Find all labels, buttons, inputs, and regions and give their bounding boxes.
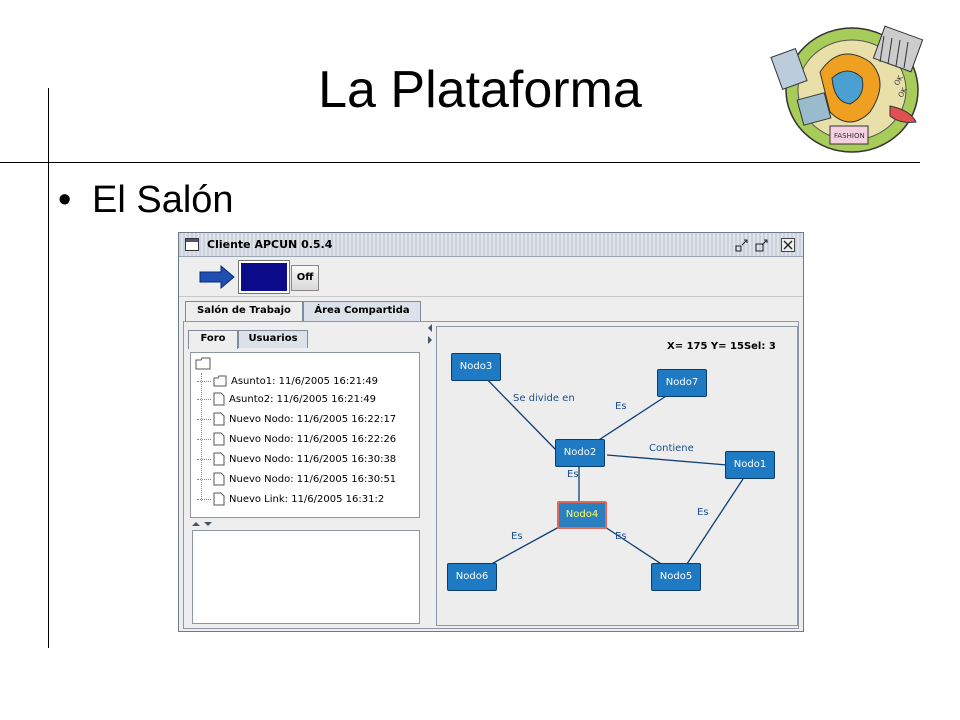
color-swatch[interactable]	[238, 260, 290, 294]
file-icon	[213, 412, 225, 426]
off-button[interactable]: Off	[291, 265, 319, 291]
forum-tree[interactable]: Asunto1: 11/6/2005 16:21:49 Asunto2: 11/…	[190, 352, 420, 518]
close-icon[interactable]	[781, 238, 795, 252]
vertical-splitter[interactable]	[426, 322, 434, 628]
graph-node-nodo1[interactable]: Nodo1	[725, 451, 775, 479]
edge-label: Es	[615, 531, 627, 542]
tree-connector	[197, 438, 211, 440]
toolbar: Off	[179, 257, 803, 297]
tree-item[interactable]: Nuevo Nodo: 11/6/2005 16:30:38	[197, 451, 396, 469]
root-folder-icon[interactable]	[195, 357, 211, 370]
edge-label: Contiene	[649, 443, 694, 454]
edge-label: Es	[567, 469, 579, 480]
graph-canvas[interactable]: X= 175 Y= 15Sel: 3 Nodo3 Nodo7 Nodo2 Nod…	[436, 326, 798, 626]
arrow-right-icon[interactable]	[199, 264, 235, 290]
graph-node-nodo3[interactable]: Nodo3	[451, 353, 501, 381]
tree-connector	[197, 398, 211, 400]
forum-panel: Foro Usuarios Asunto1: 11/6/2005 16:21:4…	[186, 326, 424, 626]
graph-node-nodo5[interactable]: Nodo5	[651, 563, 701, 591]
tree-item-label: Asunto2: 11/6/2005 16:21:49	[229, 394, 377, 405]
tree-connector	[197, 478, 211, 480]
tree-item-label: Nuevo Nodo: 11/6/2005 16:22:26	[229, 434, 397, 445]
edge-nodo3-nodo2	[474, 366, 558, 452]
file-icon	[213, 432, 225, 446]
tree-connector	[197, 418, 211, 420]
tree-item[interactable]: Nuevo Nodo: 11/6/2005 16:22:17	[197, 411, 396, 429]
coords-readout: X= 175 Y= 15Sel: 3	[667, 341, 776, 352]
tree-connector	[197, 458, 211, 460]
slide-bullet: • El Salón	[58, 176, 234, 224]
window-icon	[185, 238, 199, 251]
splitter-arrows-icon[interactable]	[426, 322, 434, 346]
edge-label: Es	[697, 507, 709, 518]
tab-area-compartida[interactable]: Área Compartida	[303, 301, 421, 321]
edge-label: Es	[615, 401, 627, 412]
tab-salon-de-trabajo[interactable]: Salón de Trabajo	[185, 301, 303, 322]
tab-content: Foro Usuarios Asunto1: 11/6/2005 16:21:4…	[183, 321, 799, 629]
tree-item[interactable]: Asunto2: 11/6/2005 16:21:49	[197, 391, 376, 409]
tab-usuarios[interactable]: Usuarios	[238, 330, 308, 348]
edge-nodo2-nodo1	[606, 454, 728, 466]
file-icon	[213, 452, 225, 466]
tree-connector	[197, 380, 211, 382]
slide-horizontal-rule	[0, 162, 920, 163]
clipart-logo-icon: FASHION OK OK	[770, 25, 924, 153]
tree-item-label: Asunto1: 11/6/2005 16:21:49	[231, 376, 379, 387]
slide-bullet-text: El Salón	[92, 179, 234, 221]
tree-item[interactable]: Nuevo Nodo: 11/6/2005 16:22:26	[197, 431, 396, 449]
svg-text:FASHION: FASHION	[834, 132, 865, 140]
window-titlebar[interactable]: Cliente APCUN 0.5.4	[179, 233, 803, 257]
edge-label: Es	[511, 531, 523, 542]
folder-icon	[213, 375, 227, 387]
file-icon	[213, 472, 225, 486]
splitter-arrows-icon[interactable]	[190, 520, 214, 528]
edge-nodo1-nodo5	[684, 478, 744, 568]
edge-label: Se divide en	[513, 393, 575, 404]
slide-vertical-rule	[48, 88, 49, 648]
tree-item-label: Nuevo Nodo: 11/6/2005 16:30:38	[229, 454, 397, 465]
file-icon	[213, 392, 225, 406]
graph-node-nodo6[interactable]: Nodo6	[447, 563, 497, 591]
bullet-dot-icon: •	[58, 179, 72, 221]
tree-item[interactable]: Asunto1: 11/6/2005 16:21:49	[197, 373, 378, 391]
app-window: Cliente APCUN 0.5.4 Off Salón de Trabajo…	[178, 232, 804, 632]
tab-foro[interactable]: Foro	[188, 330, 238, 349]
tree-connector	[197, 498, 211, 500]
minimize-icon[interactable]	[735, 238, 749, 252]
maximize-icon[interactable]	[755, 238, 769, 252]
tree-guide-line	[201, 373, 202, 501]
horizontal-splitter[interactable]	[190, 520, 420, 528]
graph-node-nodo7[interactable]: Nodo7	[657, 369, 707, 397]
file-icon	[213, 492, 225, 506]
tree-item-label: Nuevo Link: 11/6/2005 16:31:2	[229, 494, 385, 505]
graph-node-nodo4[interactable]: Nodo4	[557, 501, 607, 529]
tree-item[interactable]: Nuevo Nodo: 11/6/2005 16:30:51	[197, 471, 396, 489]
message-textarea[interactable]	[192, 530, 420, 624]
tree-item-label: Nuevo Nodo: 11/6/2005 16:30:51	[229, 474, 397, 485]
window-title: Cliente APCUN 0.5.4	[207, 238, 333, 251]
tree-item-label: Nuevo Nodo: 11/6/2005 16:22:17	[229, 414, 397, 425]
slide-title: La Plataforma	[318, 61, 642, 119]
graph-node-nodo2[interactable]: Nodo2	[555, 439, 605, 467]
tree-item[interactable]: Nuevo Link: 11/6/2005 16:31:2	[197, 491, 384, 509]
